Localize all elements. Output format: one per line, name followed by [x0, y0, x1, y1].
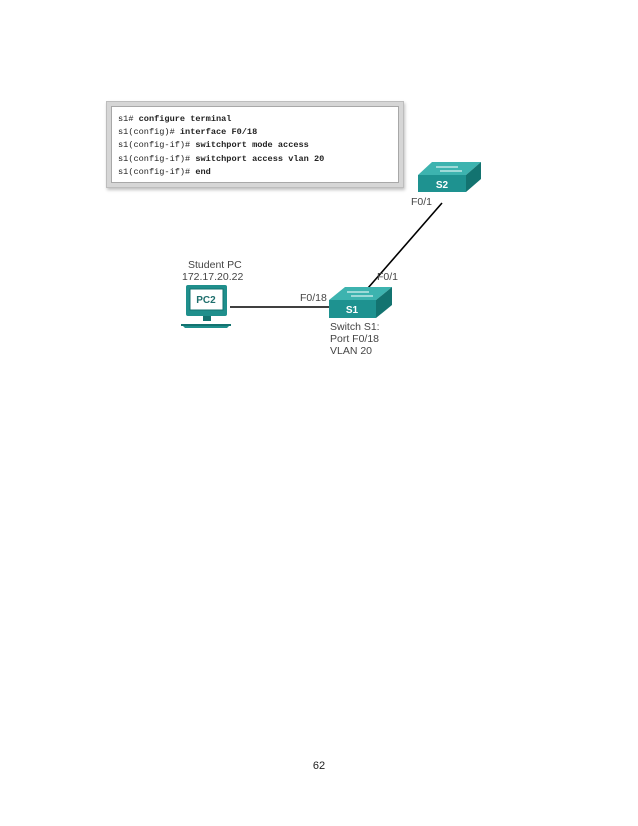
cli-line: s1(config)# interface F0/18: [118, 126, 398, 139]
switch-s2-label: S2: [436, 180, 449, 191]
cli-command: end: [190, 166, 211, 177]
s2-port-label: F0/1: [411, 196, 433, 208]
cli-prompt: s1(config-if)#: [118, 153, 191, 164]
cli-text-area: s1# configure terminal s1(config)# inter…: [111, 106, 399, 183]
pc2-name-label: Student PC: [188, 259, 242, 271]
cli-prompt: s1(config-if)#: [118, 140, 191, 151]
cli-line: s1(config-if)# switchport access vlan 20: [118, 153, 398, 166]
cli-line: s1(config-if)# switchport mode access: [118, 139, 398, 152]
cli-config-panel: s1# configure terminal s1(config)# inter…: [106, 101, 404, 188]
switch-s1-icon: S1: [329, 287, 392, 318]
cli-command: interface F0/18: [174, 127, 258, 138]
switch-s1-label: S1: [346, 305, 359, 316]
s1-pc-port-label: F0/18: [300, 292, 327, 304]
cli-line: s1# configure terminal: [118, 113, 398, 126]
cli-command: switchport mode access: [190, 140, 309, 151]
s1-caption-line3: VLAN 20: [330, 345, 373, 357]
pc2-icon: PC2: [181, 285, 231, 328]
pc2-label: PC2: [196, 295, 216, 306]
s1-uplink-port-label: F0/1: [377, 271, 399, 283]
cli-command: configure terminal: [133, 114, 232, 124]
s1-caption-line1: Switch S1:: [330, 321, 380, 333]
switch-s2-icon: S2: [418, 162, 481, 192]
cli-prompt: s1#: [118, 114, 134, 124]
pc2-ip-label: 172.17.20.22: [182, 271, 244, 283]
s1-caption-line2: Port F0/18: [330, 333, 380, 345]
cli-prompt: s1(config-if)#: [118, 166, 191, 177]
cli-line: s1(config-if)# end: [118, 166, 398, 179]
cli-command: switchport access vlan 20: [190, 153, 325, 164]
cli-prompt: s1(config)#: [118, 127, 175, 138]
link-s1-s2: [367, 202, 443, 289]
page-number: 62: [312, 760, 326, 772]
